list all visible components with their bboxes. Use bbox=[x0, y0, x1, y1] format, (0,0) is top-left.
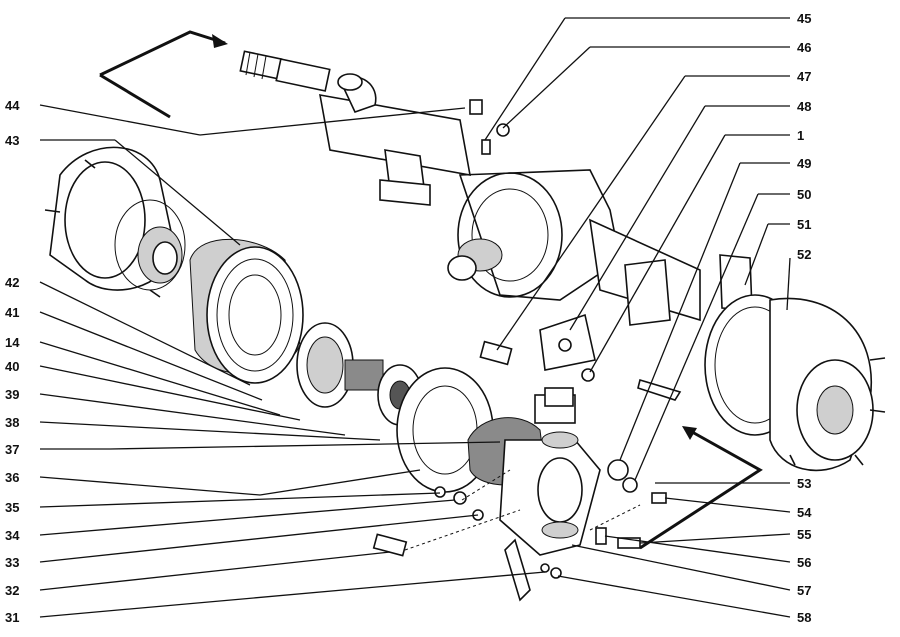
right-wheel-hub bbox=[704, 294, 886, 472]
callout-label: 49 bbox=[797, 156, 811, 171]
callout-label: 1 bbox=[797, 128, 804, 143]
callout-label: 58 bbox=[797, 610, 811, 625]
callout-label: 51 bbox=[797, 217, 811, 232]
callout-label: 44 bbox=[5, 98, 20, 113]
callout-label: 41 bbox=[5, 305, 19, 320]
axle-housing bbox=[319, 73, 753, 326]
callout-label: 39 bbox=[5, 387, 19, 402]
callout-label: 48 bbox=[797, 99, 811, 114]
callout-label: 50 bbox=[797, 187, 811, 202]
callout-label: 36 bbox=[5, 470, 19, 485]
assembly-guide-lines bbox=[404, 469, 641, 551]
callout-label: 35 bbox=[5, 500, 19, 515]
callout-label: 40 bbox=[5, 359, 19, 374]
leader-lines bbox=[39, 17, 791, 618]
callout-label: 32 bbox=[5, 583, 19, 598]
callout-label: 45 bbox=[797, 11, 811, 26]
callouts-right: 45 46 47 48 1 49 50 51 52 53 54 55 56 57… bbox=[797, 11, 812, 625]
callout-label: 46 bbox=[797, 40, 811, 55]
callout-label: 42 bbox=[5, 275, 19, 290]
mounting-bracket bbox=[539, 313, 596, 371]
callout-label: 14 bbox=[5, 335, 20, 350]
direction-arrow-bottom bbox=[639, 426, 763, 550]
callout-label: 56 bbox=[797, 555, 811, 570]
callout-label: 47 bbox=[797, 69, 811, 84]
callout-label: 33 bbox=[5, 555, 19, 570]
direction-arrow-top bbox=[99, 30, 228, 119]
callouts-left: 44 43 42 41 14 40 39 38 37 36 35 34 33 3… bbox=[5, 98, 20, 625]
callout-label: 37 bbox=[5, 442, 19, 457]
callout-label: 38 bbox=[5, 415, 19, 430]
callout-label: 52 bbox=[797, 247, 811, 262]
callout-label: 34 bbox=[5, 528, 20, 543]
callout-label: 43 bbox=[5, 133, 19, 148]
drive-shaft bbox=[239, 50, 331, 92]
callout-label: 55 bbox=[797, 527, 811, 542]
steering-knuckle bbox=[467, 394, 601, 602]
left-brake-drum bbox=[189, 238, 304, 384]
callout-label: 31 bbox=[5, 610, 19, 625]
assembly-drawing bbox=[44, 30, 886, 602]
left-seal-plate bbox=[296, 322, 354, 408]
left-wheel-hub bbox=[44, 146, 186, 298]
callout-label: 54 bbox=[797, 505, 812, 520]
callout-label: 53 bbox=[797, 476, 811, 491]
callout-label: 57 bbox=[797, 583, 811, 598]
